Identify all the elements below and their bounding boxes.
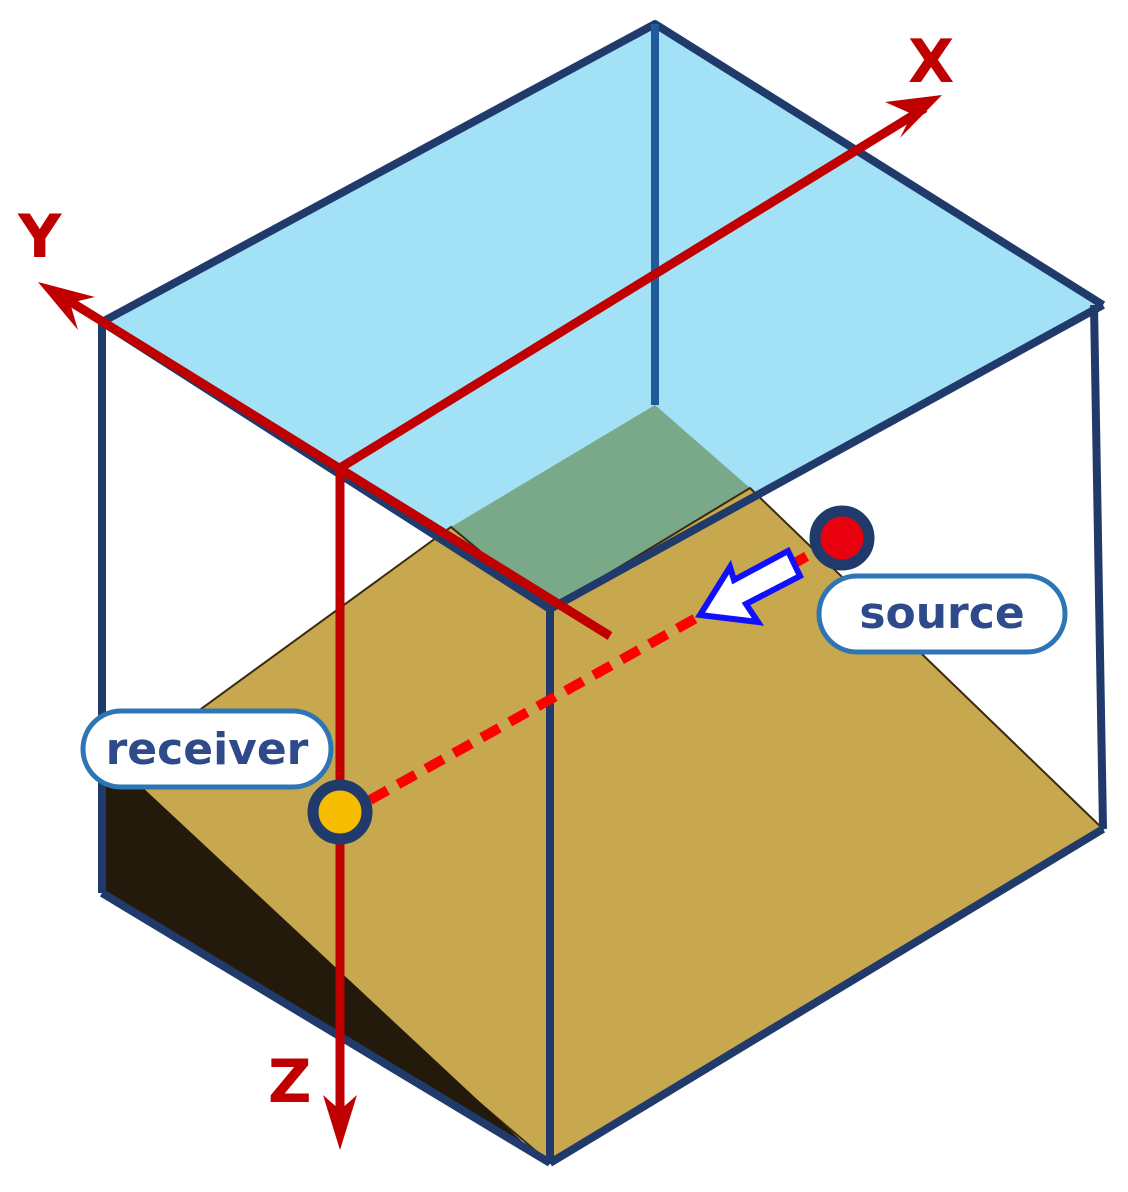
seabed-shadow-face [102, 781, 540, 1158]
y-axis-line [55, 290, 613, 640]
x-axis-line [337, 104, 928, 472]
z-axis-label: Z [268, 1047, 312, 1117]
receiver-marker-icon [307, 779, 373, 845]
receiver-callout: receiver [80, 708, 334, 790]
x-axis-label: X [908, 27, 954, 97]
receiver-label: receiver [106, 724, 309, 775]
z-axis-arrowhead [323, 1095, 357, 1150]
source-marker-icon [809, 505, 875, 571]
y-axis-label: Y [17, 202, 63, 272]
box-frame [98, 20, 1107, 1167]
source-callout: source [816, 573, 1068, 655]
hollow-arrow-left-icon [694, 546, 804, 626]
y-axis-arrowhead [38, 282, 95, 330]
source-label: source [859, 588, 1024, 639]
x-axis-arrowhead [885, 95, 942, 138]
water-back-region [451, 405, 750, 609]
